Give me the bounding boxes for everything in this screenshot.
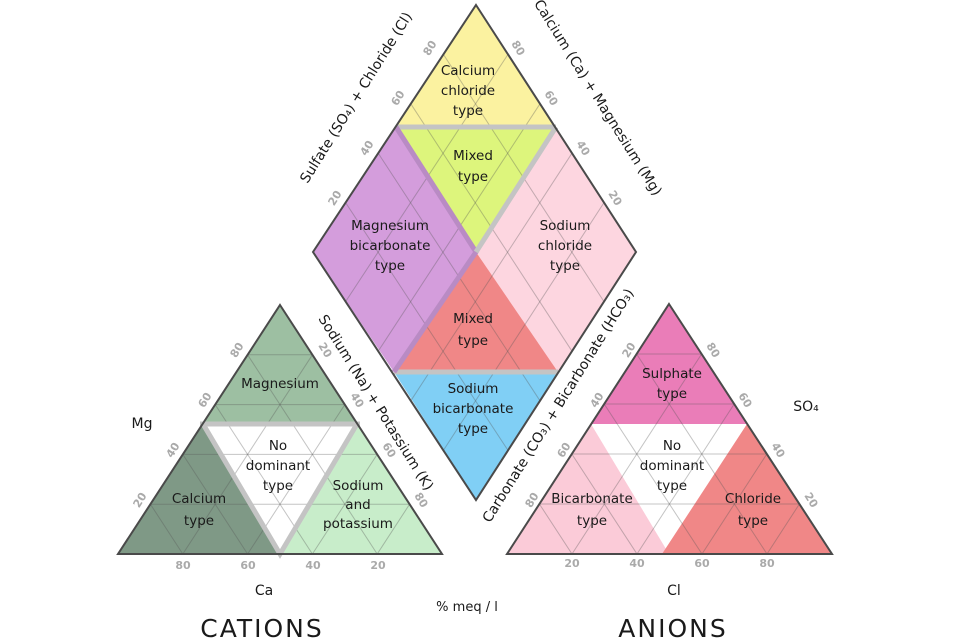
region-calcium-chloride: [396, 5, 556, 127]
tick-label: 40: [768, 440, 787, 460]
tick-label: 60: [195, 390, 214, 410]
grid-line: [538, 503, 573, 555]
region-chloride: [662, 424, 832, 554]
axis-label-mg: Mg: [132, 416, 153, 432]
region-sodium-potassium: [280, 424, 442, 554]
grid-line: [247, 354, 378, 555]
region-magnesium: [203, 305, 357, 424]
region-sulphate: [591, 304, 747, 424]
grid-line: [410, 152, 573, 402]
tick-label: 20: [605, 188, 624, 208]
tick-label: 80: [175, 559, 191, 572]
axis-label-so4: SO₄: [793, 399, 819, 415]
region-sodium-bicarbonate: [394, 372, 558, 500]
tick-label: 40: [357, 138, 376, 158]
tick-label: 20: [130, 490, 149, 510]
tick-label: 80: [759, 557, 775, 570]
tick-label: 60: [240, 559, 256, 572]
tick-label: 20: [370, 559, 386, 572]
tick-label: 80: [411, 490, 430, 510]
region-bicarbonate: [507, 424, 669, 554]
grid-line: [182, 454, 249, 555]
tick-label: 60: [735, 390, 754, 410]
cation-outline: [116, 303, 444, 555]
diamond-outline: [311, 3, 638, 502]
grid-line: [603, 403, 703, 555]
grid-line: [701, 453, 768, 555]
axis-label-cl: Cl: [667, 583, 681, 599]
grid-line: [311, 454, 378, 555]
tick-label: 20: [801, 490, 820, 510]
tick-label: 60: [541, 88, 560, 108]
tick-label: 60: [388, 88, 407, 108]
anion-outline: [505, 302, 834, 555]
units-label: % meq / l: [436, 600, 498, 615]
region-sodium-chloride: [476, 127, 636, 372]
tick-label: 80: [508, 38, 527, 58]
label-magnesium: Magnesium: [241, 376, 319, 392]
region-no-dominant-cation: [203, 424, 357, 554]
tick-label: 20: [564, 557, 580, 570]
region-mixed-top: [396, 127, 556, 252]
grid-line: [636, 403, 735, 555]
region-calcium: [118, 424, 280, 554]
tick-label: 80: [227, 340, 246, 360]
tick-label: 40: [305, 559, 321, 572]
tick-label: 80: [420, 38, 439, 58]
separator: [473, 125, 559, 254]
tick-label: 60: [694, 557, 710, 570]
grid-line: [636, 353, 768, 555]
region-mixed-bottom: [394, 252, 558, 372]
region-no-dominant-anion: [591, 424, 747, 554]
grid-line: [766, 503, 800, 555]
anion-grid: [538, 353, 800, 555]
tick-label: 40: [573, 138, 592, 158]
grid-line: [442, 202, 605, 451]
grid-line: [182, 354, 313, 555]
anions-title: ANIONS: [618, 614, 727, 640]
axis-label-ca: Ca: [255, 583, 273, 599]
cations-title: CATIONS: [200, 614, 324, 640]
grid-line: [571, 453, 638, 555]
grid-line: [149, 503, 184, 555]
grid-line: [571, 353, 703, 555]
grid-line: [376, 503, 411, 555]
tick-label: 20: [325, 188, 344, 208]
tick-label: 80: [703, 340, 722, 360]
tick-label: 40: [629, 557, 645, 570]
